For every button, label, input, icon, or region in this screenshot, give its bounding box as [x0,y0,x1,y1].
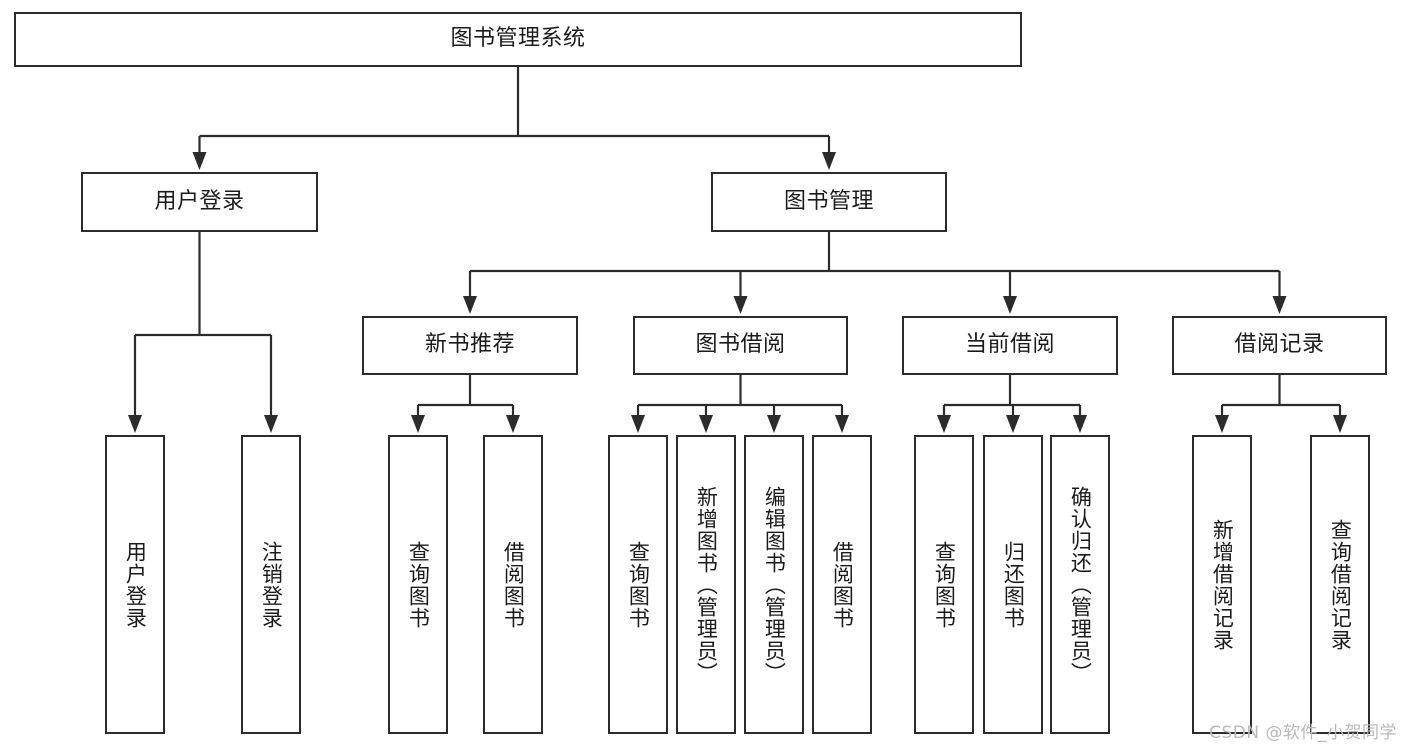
node-leaf-record-add[interactable]: 新增借阅记录 [1192,435,1252,734]
arrow-head-4-0 [631,415,645,433]
arrow-head-4-1 [699,415,713,433]
node-label: 查询图书 [626,540,651,629]
node-leaf-borrow-add[interactable]: 新增图书（管理员） [676,435,736,734]
node-newbooks[interactable]: 新书推荐 [362,316,578,375]
node-leaf-new-query[interactable]: 查询图书 [388,435,448,734]
node-label: 借阅记录 [1234,332,1325,358]
node-label: 查询图书 [406,540,431,629]
arrow-head-3-0 [411,415,425,433]
node-label: 图书管理 [783,188,874,214]
arrow-head-6-1 [1333,415,1347,433]
node-label: 用户登录 [154,188,245,214]
node-label: 归还图书 [1001,540,1026,629]
node-root[interactable]: 图书管理系统 [14,12,1022,67]
node-leaf-current-return[interactable]: 归还图书 [983,435,1043,734]
node-label: 新增图书（管理员） [694,485,719,684]
node-label: 借阅图书 [501,540,526,629]
node-label: 图书管理系统 [450,26,586,52]
node-leaf-user-logout[interactable]: 注销登录 [241,435,301,734]
node-label: 查询图书 [932,540,957,629]
arrow-head-5-1 [1006,415,1020,433]
arrow-head-1-0 [463,296,477,314]
node-label: 新增借阅记录 [1210,518,1235,651]
node-records[interactable]: 借阅记录 [1172,316,1387,375]
arrow-head-6-0 [1215,415,1229,433]
node-leaf-record-query[interactable]: 查询借阅记录 [1310,435,1370,734]
arrow-head-5-2 [1073,415,1087,433]
node-leaf-borrow-query[interactable]: 查询图书 [608,435,668,734]
node-login[interactable]: 用户登录 [81,172,318,232]
node-label: 借阅图书 [830,540,855,629]
arrow-head-2-1 [264,415,278,433]
arrow-head-5-0 [937,415,951,433]
node-label: 新书推荐 [424,332,515,358]
node-leaf-current-confirm[interactable]: 确认归还（管理员） [1050,435,1110,734]
node-leaf-user-login[interactable]: 用户登录 [105,435,165,734]
arrow-head-2-0 [128,415,142,433]
arrow-head-0-1 [822,152,836,170]
arrow-head-1-2 [1003,296,1017,314]
node-bookmgmt[interactable]: 图书管理 [711,172,947,232]
arrow-head-1-3 [1272,296,1287,314]
node-leaf-current-query[interactable]: 查询图书 [914,435,974,734]
node-label: 注销登录 [259,540,284,629]
node-label: 用户登录 [123,540,148,629]
arrow-head-0-0 [192,152,207,170]
node-borrow[interactable]: 图书借阅 [633,316,848,375]
node-label: 图书借阅 [695,332,786,358]
watermark: CSDN @软件_小贺同学 [1209,723,1397,743]
node-leaf-borrow-do[interactable]: 借阅图书 [812,435,872,734]
arrow-head-1-1 [733,296,748,314]
arrow-head-4-3 [835,415,849,433]
node-label: 查询借阅记录 [1328,518,1353,651]
node-current[interactable]: 当前借阅 [902,316,1118,375]
node-label: 当前借阅 [964,332,1055,358]
node-label: 确认归还（管理员） [1068,485,1093,684]
node-label: 编辑图书（管理员） [762,485,787,684]
arrow-head-3-1 [506,415,520,433]
node-leaf-borrow-edit[interactable]: 编辑图书（管理员） [744,435,804,734]
node-leaf-new-borrow[interactable]: 借阅图书 [483,435,543,734]
arrow-head-4-2 [767,415,781,433]
